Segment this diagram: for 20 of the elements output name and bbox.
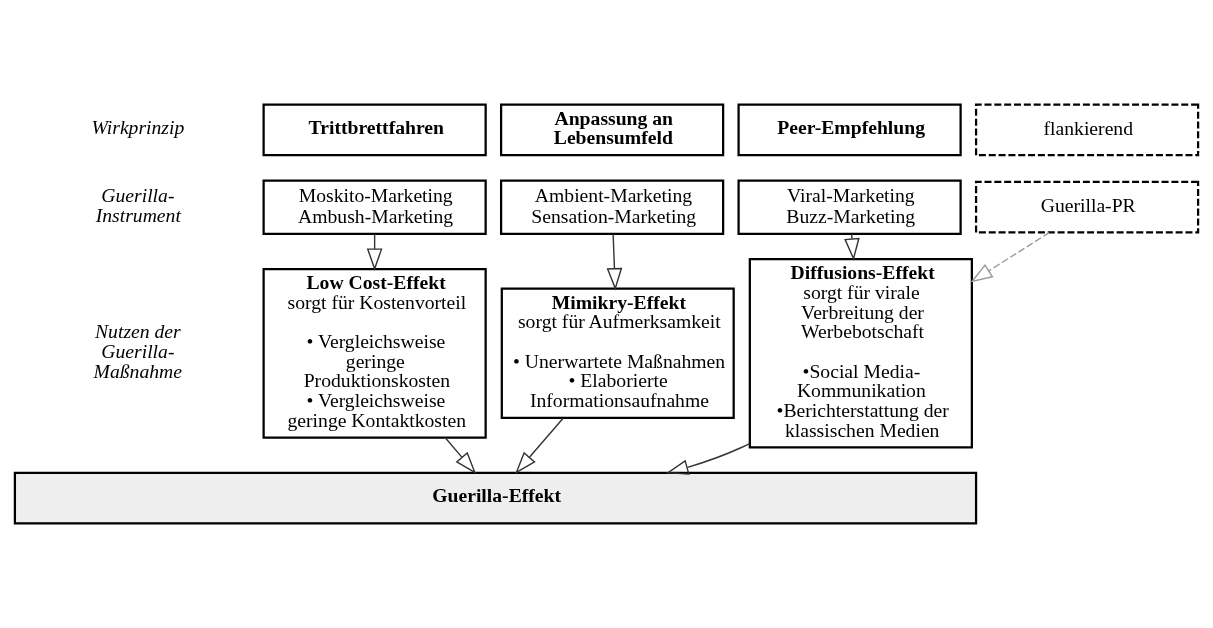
label: Wirkprinzip (91, 115, 185, 138)
node-box: Trittbrettfahren (262, 103, 487, 157)
label: Nutzen der Guerilla-Maßnahme (93, 320, 183, 382)
arrow (444, 437, 477, 474)
node-box: Anpassung an Lebensumfeld (500, 103, 725, 157)
arrow (606, 233, 623, 291)
node-box: Ambient-Marketing Sensation-Marketing (500, 179, 725, 236)
node-box: Guerilla-Effekt (13, 471, 978, 525)
node-box: Peer-Empfehlung (737, 103, 962, 157)
node-box: Mimikry-Effekt sorgt für Aufmerksamkeit • Unerwartete Maßnahmen • Elaborierte Informationsaufnahme (500, 287, 735, 420)
node-box: Diffusions-Effekt sorgt für virale Verbreitung der Werbebotschaft •Social Media-Kommunikation •Berichterstattung der klassischen Medien (748, 258, 973, 449)
arrow (970, 231, 1050, 283)
arrow (515, 417, 564, 474)
node-box: Viral-Marketing Buzz-Marketing (737, 179, 962, 236)
node-box: Moskito-Marketing Ambush-Marketing (262, 179, 487, 236)
label: Guerilla-Instrument (95, 183, 181, 226)
node-box: Low Cost-Effekt sorgt für Kostenvorteil • Vergleichsweise geringe Produktionskosten • Vergleichsweise geringe Kontaktkosten (262, 267, 487, 439)
node-box: Guerilla-PR (974, 180, 1200, 234)
arrow (665, 442, 751, 475)
node-box: flankierend (974, 103, 1200, 157)
